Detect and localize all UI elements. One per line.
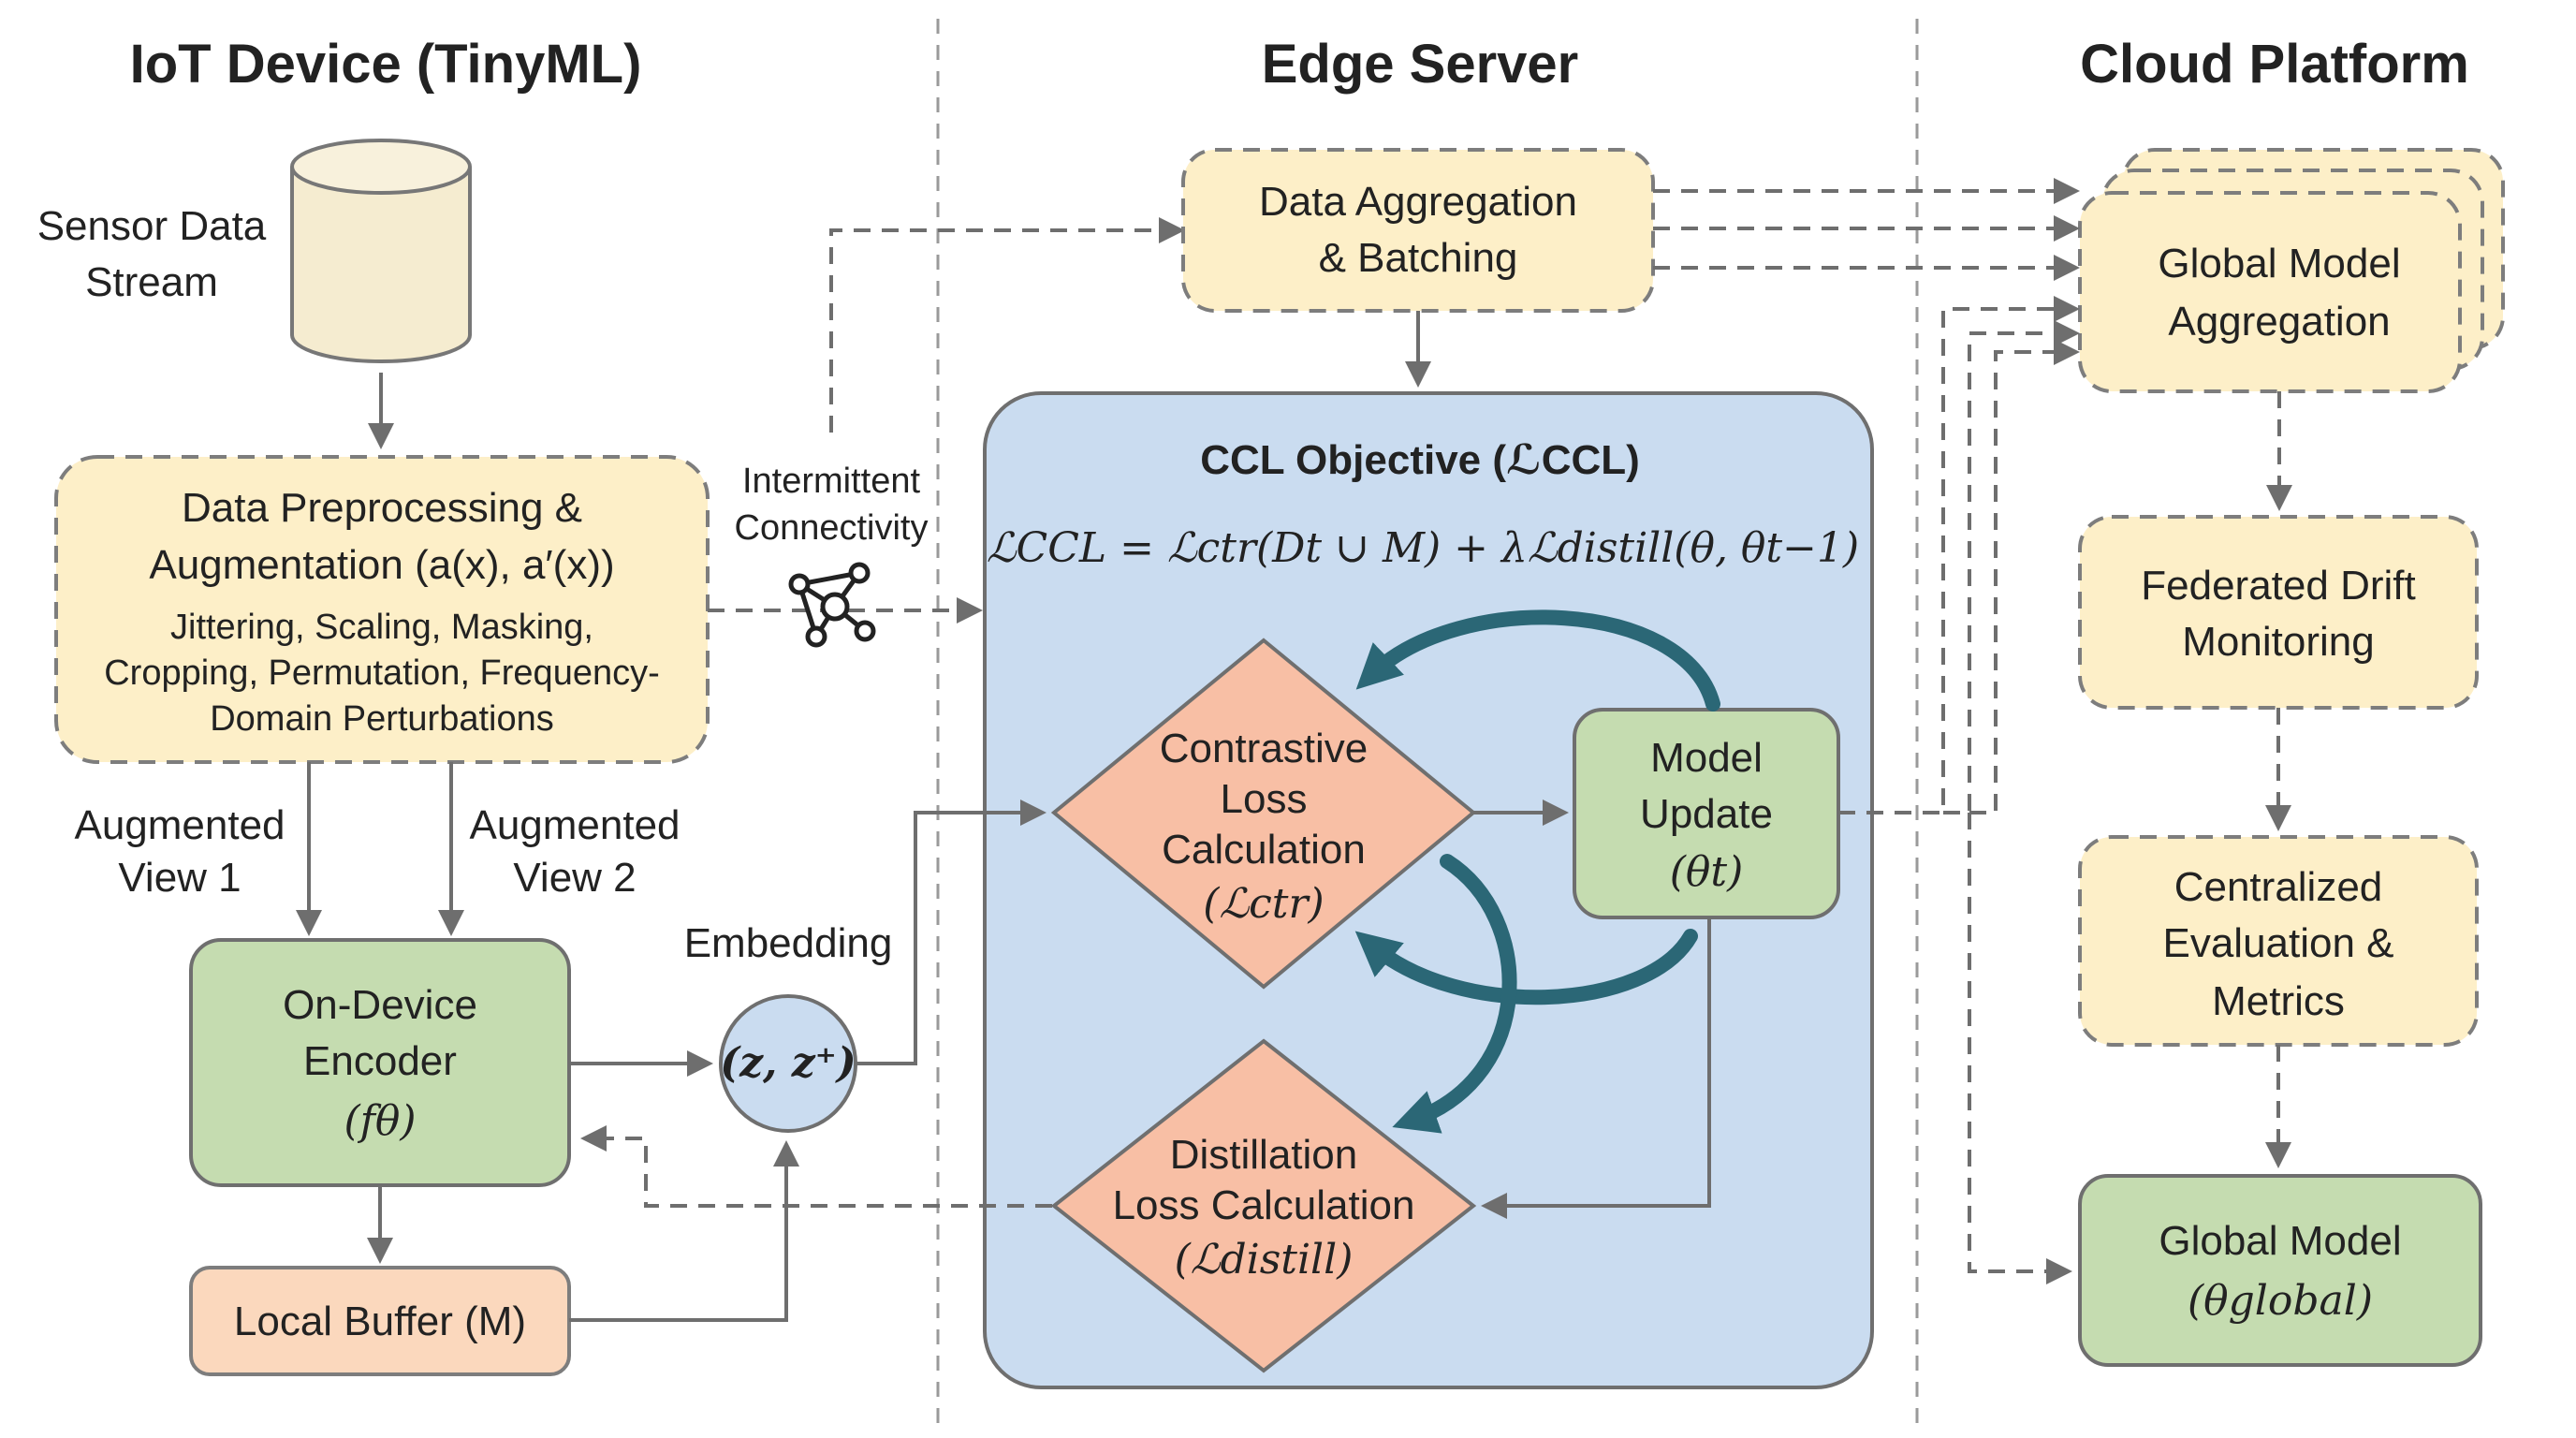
augmentation-title: Augmentation (a(x), a′(x)) bbox=[149, 542, 614, 588]
federated-drift-box bbox=[2078, 515, 2479, 710]
contrastive-line-1: Contrastive bbox=[1160, 726, 1368, 771]
sensor-stream-label: Stream bbox=[85, 259, 218, 305]
global-model-box bbox=[2078, 1174, 2482, 1367]
global-aggregation-line-1: Global Model bbox=[2158, 241, 2400, 286]
local-buffer-label: Local Buffer (M) bbox=[234, 1299, 526, 1344]
augmented-view-2-num: View 2 bbox=[513, 855, 636, 901]
contrastive-line-3: Calculation bbox=[1162, 827, 1366, 873]
global-aggregation-line-2: Aggregation bbox=[2168, 299, 2390, 345]
global-aggregation-box bbox=[2078, 191, 2462, 393]
embedding-node-label: (z, z⁺) bbox=[720, 1039, 856, 1087]
encoder-line-1: On-Device bbox=[283, 982, 477, 1028]
data-aggregation-line-2: & Batching bbox=[1319, 235, 1518, 281]
encoder-line-2: Encoder bbox=[303, 1038, 457, 1084]
augmented-view-1-num: View 1 bbox=[118, 855, 241, 901]
distillation-line-2: Loss Calculation bbox=[1113, 1182, 1415, 1228]
distillation-line-1: Distillation bbox=[1170, 1132, 1358, 1178]
sensor-data-label: Sensor Data bbox=[37, 203, 267, 249]
edge-column-title: Edge Server bbox=[1262, 34, 1579, 95]
ccl-objective-title: CCL Objective (ℒCCL) bbox=[1200, 437, 1640, 483]
federated-drift-line-1: Federated Drift bbox=[2141, 563, 2415, 609]
iot-column-title: IoT Device (TinyML) bbox=[130, 34, 642, 95]
connectivity-label-1: Intermittent bbox=[742, 462, 921, 501]
feedback-arrow-update-to-contrastive-lower bbox=[1354, 929, 1698, 1005]
augmented-view-1-label: Augmented bbox=[74, 802, 285, 848]
ccl-formula: ℒCCL = ℒctr(Dt ∪ M) + λℒdistill(θ, θt−1) bbox=[987, 524, 1859, 572]
model-update-line-2: Update bbox=[1640, 791, 1773, 837]
encoder-symbol: (fθ) bbox=[344, 1097, 416, 1145]
network-icon bbox=[788, 562, 876, 648]
data-aggregation-line-1: Data Aggregation bbox=[1259, 179, 1577, 225]
model-update-line-1: Model bbox=[1650, 735, 1763, 781]
model-update-symbol: (θt) bbox=[1670, 848, 1744, 896]
data-aggregation-box bbox=[1181, 148, 1655, 313]
connectivity-label-2: Connectivity bbox=[735, 508, 929, 548]
feedback-arrow-contrastive-to-distill bbox=[1392, 854, 1517, 1134]
evaluation-line-2: Evaluation & bbox=[2162, 920, 2393, 966]
distillation-loss-diamond bbox=[1050, 1038, 1477, 1373]
distillation-symbol: (ℒdistill) bbox=[1175, 1236, 1354, 1284]
evaluation-line-3: Metrics bbox=[2212, 978, 2345, 1024]
contrastive-line-2: Loss bbox=[1221, 776, 1308, 822]
federated-drift-line-2: Monitoring bbox=[2182, 619, 2374, 665]
cloud-column-title: Cloud Platform bbox=[2080, 34, 2469, 95]
augmented-view-2-label: Augmented bbox=[469, 802, 680, 848]
augmentation-detail-1: Jittering, Scaling, Masking, bbox=[170, 608, 593, 647]
contrastive-loss-diamond bbox=[1050, 638, 1477, 990]
evaluation-line-1: Centralized bbox=[2174, 864, 2383, 910]
database-icon bbox=[290, 139, 472, 363]
contrastive-symbol: (ℒctr) bbox=[1203, 880, 1324, 928]
augmentation-detail-2: Cropping, Permutation, Frequency- bbox=[104, 653, 660, 693]
feedback-arrow-update-to-contrastive bbox=[1355, 609, 1720, 712]
augmentation-detail-3: Domain Perturbations bbox=[210, 699, 554, 739]
global-model-symbol: (θglobal) bbox=[2188, 1277, 2373, 1325]
embedding-label: Embedding bbox=[684, 920, 893, 966]
preprocessing-title: Data Preprocessing & bbox=[182, 485, 582, 531]
global-model-line-1: Global Model bbox=[2159, 1218, 2401, 1264]
